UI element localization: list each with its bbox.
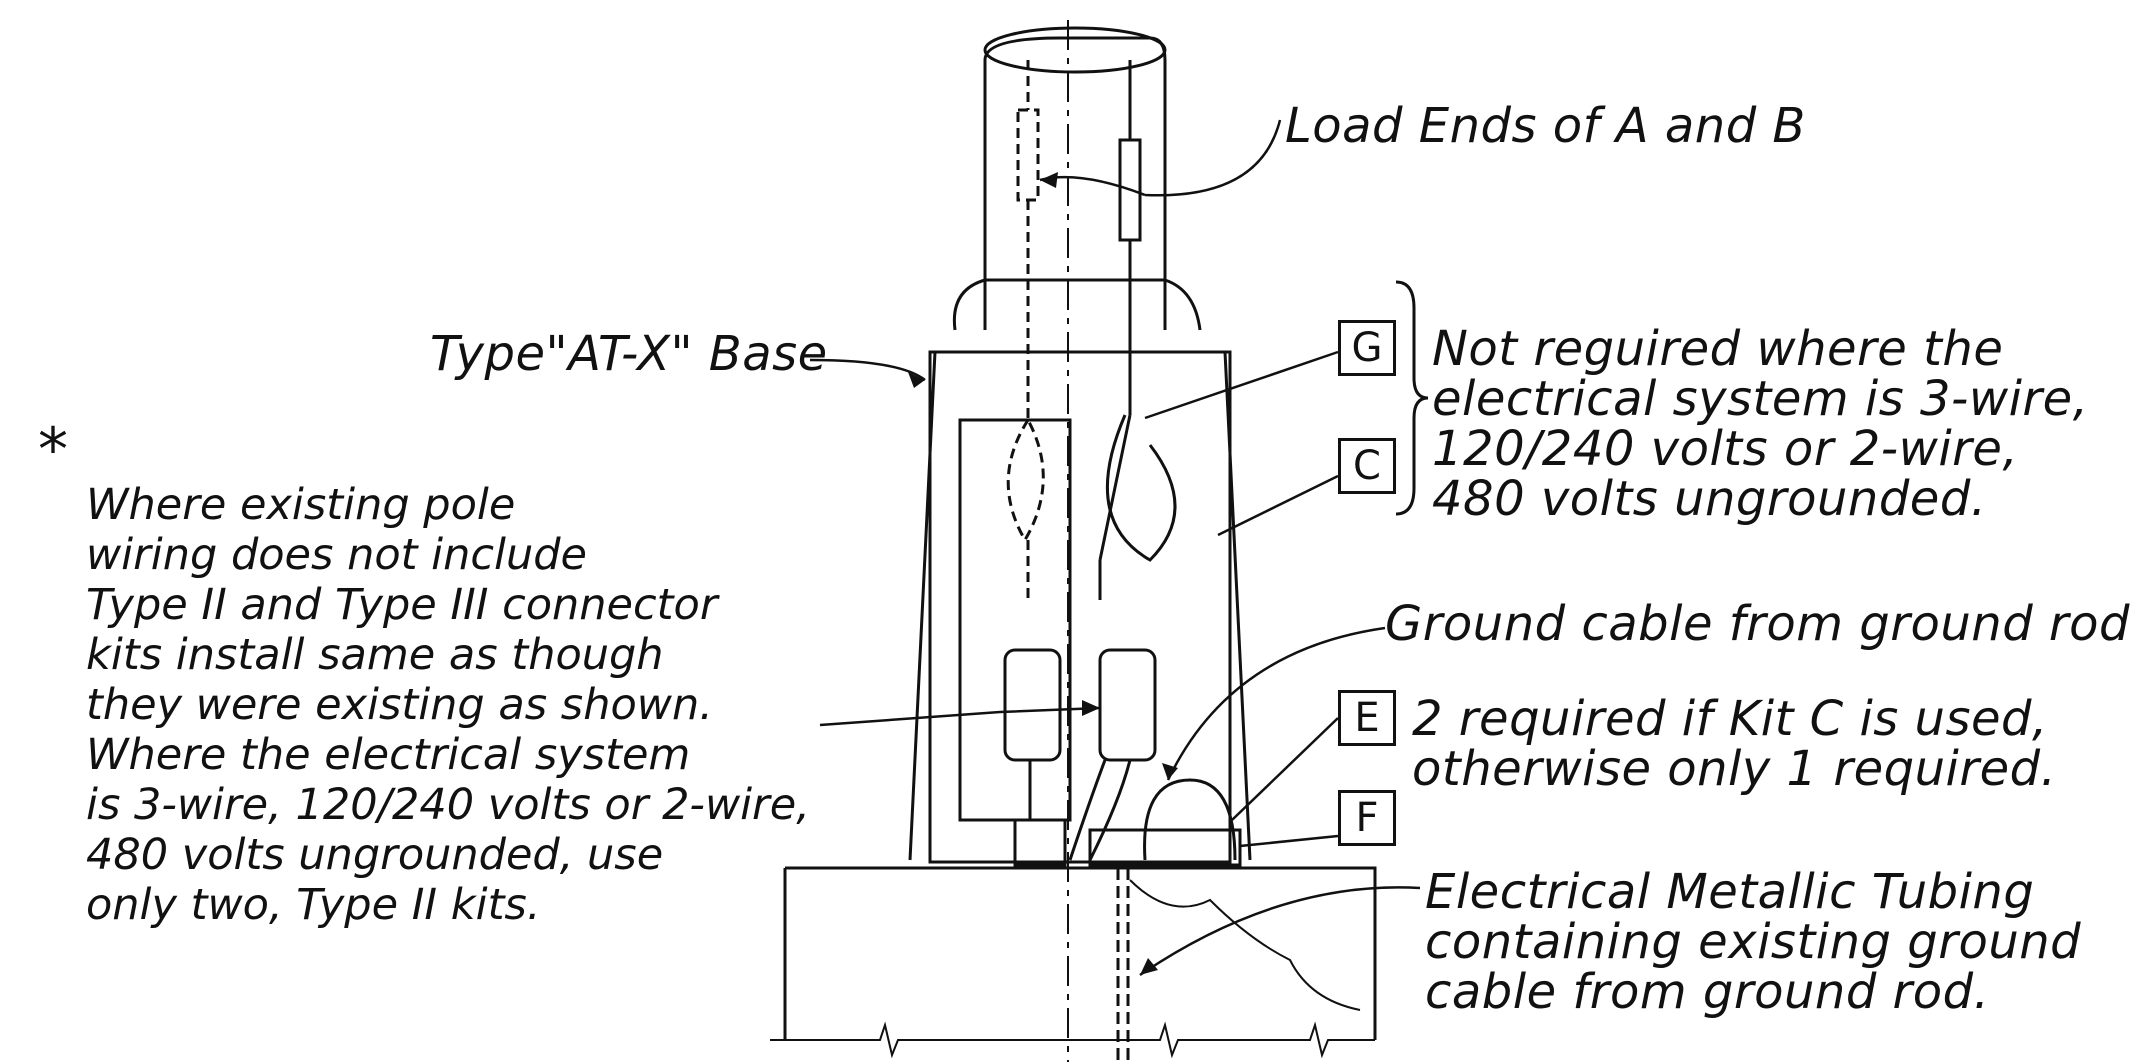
arrow-base <box>908 372 925 388</box>
fuse-b <box>1098 60 1177 600</box>
emt-line-3: cable from ground rod. <box>1425 964 1990 1020</box>
arrow-load-ends <box>1040 172 1058 188</box>
base-top-dome <box>952 278 1202 331</box>
base-type-label: Type"AT-X" Base <box>430 326 828 382</box>
ground-bushing <box>1013 818 1067 867</box>
footnote-text: Where existing pole wiring does not incl… <box>86 480 810 930</box>
leader-base <box>809 358 926 381</box>
pole-outline <box>983 36 1167 330</box>
footnote-line: Where existing pole <box>86 480 516 530</box>
ground-clamp-dome <box>1143 778 1237 861</box>
e-f-note-line-1: 2 required if Kit C is used, <box>1412 691 2048 747</box>
leader-c <box>1217 474 1339 537</box>
ground-cable-wave <box>1129 879 1361 1011</box>
footnote-marker: * <box>38 415 68 485</box>
emt-line-2: containing existing ground <box>1425 914 2082 970</box>
fuse-a <box>1006 60 1045 600</box>
load-ends-label: Load Ends of A and B <box>1285 98 1806 154</box>
brace-g-c <box>1395 280 1429 516</box>
leader-emt <box>1139 886 1421 977</box>
lower-cables <box>1028 759 1132 861</box>
foundation-break-line <box>770 1021 1375 1059</box>
base-tapered-body <box>908 351 1252 861</box>
arrow-ground-cable <box>1162 763 1178 780</box>
footnote-line: is 3-wire, 120/240 volts or 2-wire, <box>86 780 810 830</box>
box-f: F <box>1338 790 1396 846</box>
foundation <box>783 866 1377 1040</box>
footnote-line: only two, Type II kits. <box>86 880 541 930</box>
arrow-kits <box>1082 700 1100 716</box>
footnote-line: they were existing as shown. <box>86 680 713 730</box>
not-required-line-3: 120/240 volts or 2-wire, <box>1432 421 2019 477</box>
footnote-line: Where the electrical system <box>86 730 691 780</box>
footnote-line: Type II and Type III connector <box>86 580 718 630</box>
e-f-note-line-2: otherwise only 1 required. <box>1412 741 2057 797</box>
box-e: E <box>1338 690 1396 746</box>
leader-e <box>1231 717 1339 821</box>
footnote-line: 480 volts ungrounded, use <box>86 830 664 880</box>
connector-kit-left <box>1003 648 1062 762</box>
pole-top-ellipse <box>983 26 1167 74</box>
footnote-line: kits install same as though <box>86 630 664 680</box>
leader-f <box>1239 834 1339 848</box>
arrow-emt <box>1140 958 1158 975</box>
box-g: G <box>1338 320 1396 376</box>
ground-lug <box>1088 828 1242 867</box>
leader-g <box>1144 350 1339 420</box>
footnote-line: wiring does not include <box>86 530 587 580</box>
base-housing <box>928 350 1232 864</box>
not-required-line-2: electrical system is 3-wire, <box>1432 371 2089 427</box>
connector-kit-right <box>1098 648 1157 762</box>
emt-line-1: Electrical Metallic Tubing <box>1425 864 2035 920</box>
leader-ground-cable <box>1166 626 1386 781</box>
not-required-line-4: 480 volts ungrounded. <box>1432 471 1987 527</box>
ground-cable-label: Ground cable from ground rod <box>1385 596 2130 652</box>
pole-base-drawing <box>770 20 1421 1062</box>
not-required-line-1: Not reguired where the <box>1432 321 2004 377</box>
box-c: C <box>1338 438 1396 494</box>
leader-load-ends <box>1039 119 1282 197</box>
